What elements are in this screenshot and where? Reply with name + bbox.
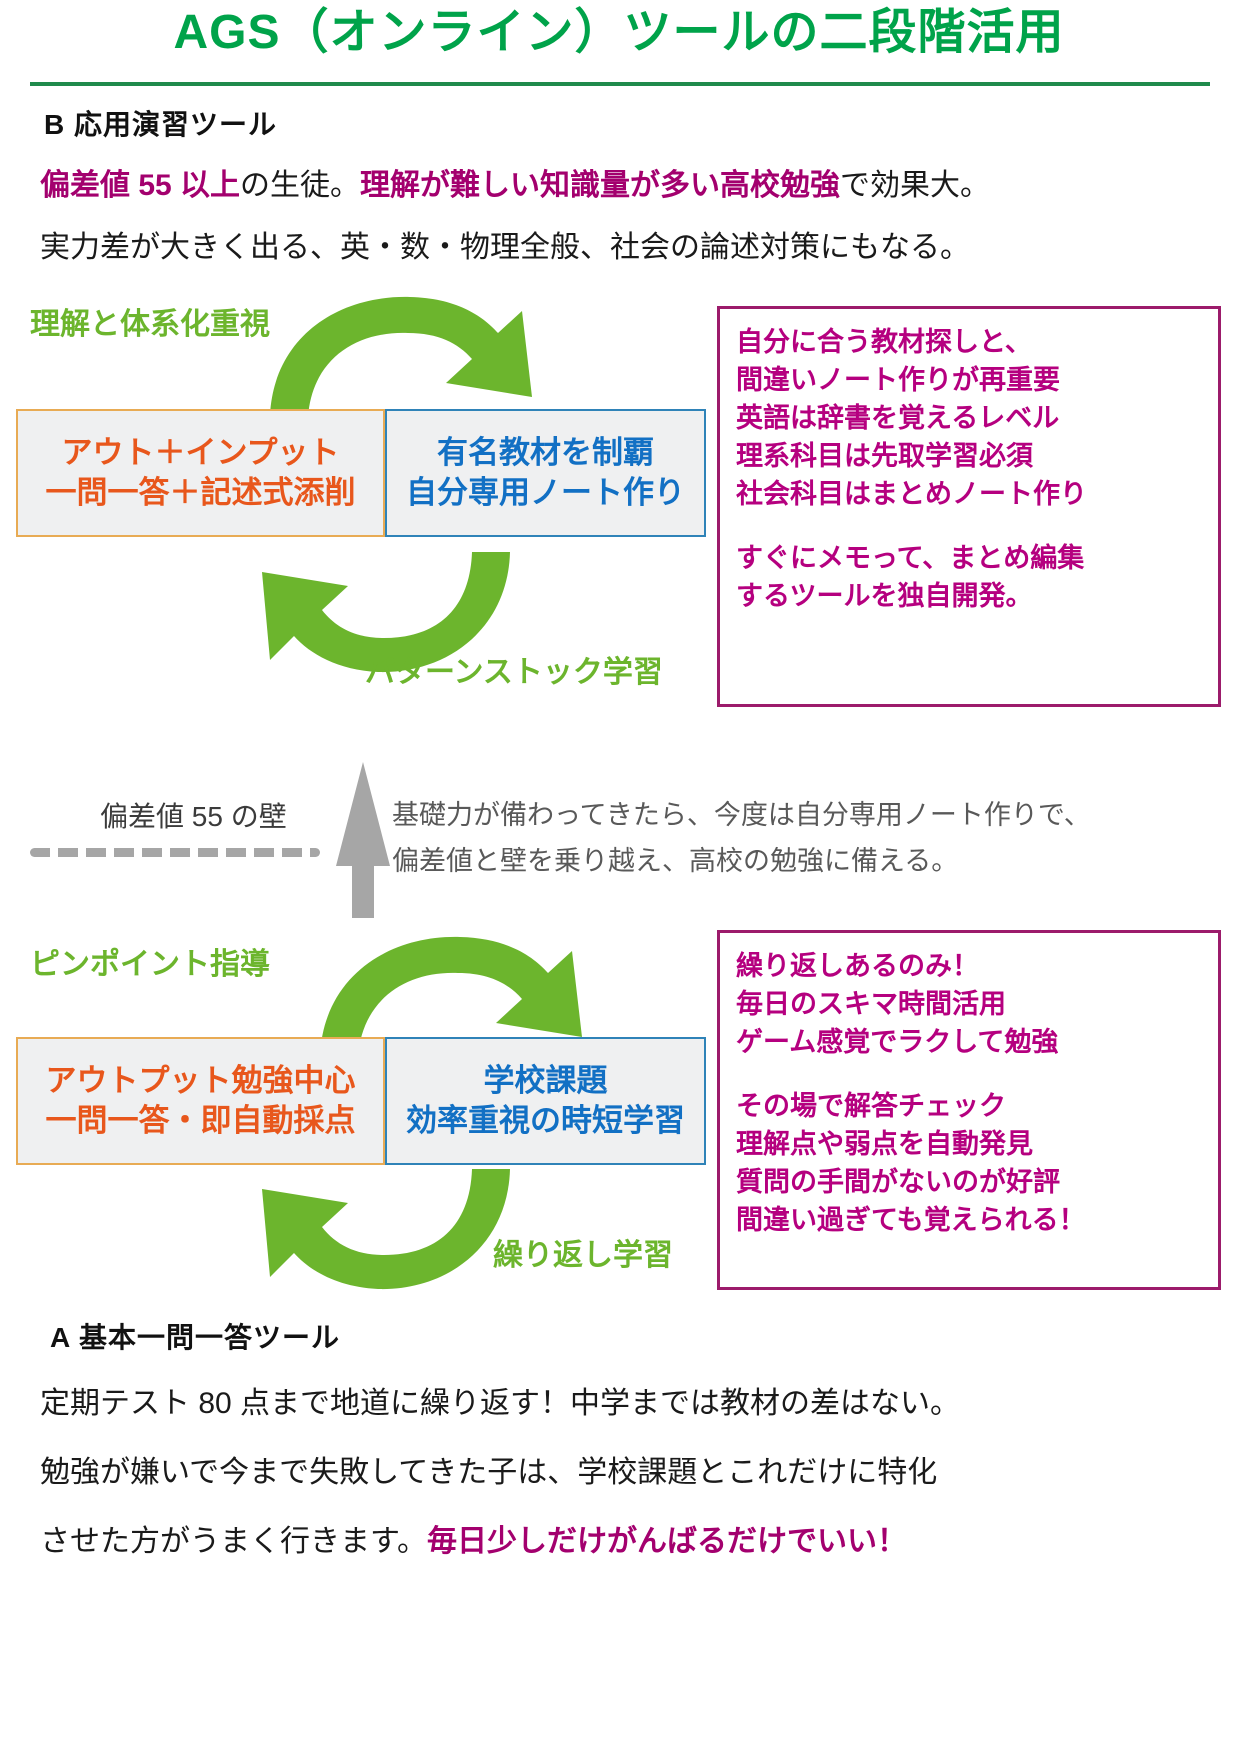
lower-cycle-top-label: ピンポイント指導 <box>30 948 270 981</box>
upper-left-box-line-1: アウト＋インプット <box>61 435 340 471</box>
title-divider-rule <box>30 82 1210 86</box>
upper-cycle-bottom-label: パターンストック学習 <box>365 656 663 689</box>
lower-right-box-line-1: 学校課題 <box>483 1063 608 1099</box>
section-b-heading: B 応用演習ツール <box>44 109 278 140</box>
wall-transition-section: 偏差値 55 の壁 基礎力が備わってきたら、今度は自分専用ノート作りで、 偏差値… <box>0 760 1238 925</box>
upper-note-line-7: するツールを独自開発。 <box>736 581 1033 611</box>
upper-right-flow-box[interactable]: 有名教材を制覇 自分専用ノート作り <box>385 409 706 537</box>
wall-label: 偏差値 55 の壁 <box>100 801 287 832</box>
lower-right-box-line-2: 効率重視の時短学習 <box>406 1103 685 1138</box>
wall-explanation-line-2: 偏差値と壁を乗り越え、高校の勉強に備える。 <box>392 846 959 876</box>
section-a-heading: A 基本一問一答ツール <box>50 1322 340 1353</box>
upper-left-flow-box[interactable]: アウト＋インプット 一問一答＋記述式添削 <box>16 409 385 537</box>
section-b-text-effective: で効果大。 <box>840 169 991 202</box>
title-bar: AGS（オンライン）ツールの二段階活用 <box>0 0 1238 96</box>
lower-note-line-3: ゲーム感覚でラクして勉強 <box>736 1027 1059 1057</box>
lower-cycle-diagram: ピンポイント指導 繰り返し学習 アウトプット勉強中心 一問一答・即自動採点 学校… <box>0 925 720 1290</box>
lower-note-line-7: 間違い過ぎても覚えられる！ <box>736 1205 1086 1235</box>
wall-explanation-text: 基礎力が備わってきたら、今度は自分専用ノート作りで、 偏差値と壁を乗り越え、高校… <box>392 792 1091 884</box>
lower-note-line-1: 繰り返しあるのみ！ <box>736 951 979 981</box>
section-a-paragraph-line-2: 勉強が嫌いで今まで失敗してきた子は、学校課題とこれだけに特化 <box>40 1456 938 1489</box>
section-b-highlight-highschool: 理解が難しい知識量が多い高校勉強 <box>360 169 841 202</box>
lower-cycle-bottom-label: 繰り返し学習 <box>493 1239 673 1272</box>
section-b-paragraph-line-1: 偏差値 55 以上の生徒。理解が難しい知識量が多い高校勉強で効果大。 <box>40 160 990 204</box>
upper-right-box-line-2: 自分専用ノート作り <box>406 475 685 510</box>
lower-note-box: 繰り返しあるのみ！ 毎日のスキマ時間活用 ゲーム感覚でラクして勉強 その場で解答… <box>717 930 1221 1290</box>
upper-note-line-1: 自分に合う教材探しと、 <box>736 327 1032 357</box>
upper-note-box: 自分に合う教材探しと、 間違いノート作りが再重要 英語は辞書を覚えるレベル 理系… <box>717 306 1221 707</box>
upper-note-line-5: 社会科目はまとめノート作り <box>736 479 1087 509</box>
section-b-highlight-deviation: 偏差値 55 以上 <box>40 169 241 202</box>
section-a-highlight-closing: 毎日少しだけがんばるだけでいい！ <box>427 1525 907 1558</box>
lower-note-line-4: その場で解答チェック <box>736 1091 1006 1121</box>
lower-left-box-line-2: 一問一答・即自動採点 <box>45 1103 356 1138</box>
lower-note-line-2: 毎日のスキマ時間活用 <box>736 989 1006 1019</box>
upper-note-line-4: 理系科目は先取学習必須 <box>736 441 1033 471</box>
upward-gray-arrow-icon <box>336 762 390 918</box>
lower-note-line-6: 質問の手間がないのが好評 <box>736 1167 1060 1197</box>
section-a-paragraph-line-1: 定期テスト 80 点まで地道に繰り返す！中学までは教材の差はない。 <box>40 1387 961 1420</box>
lower-note-blank-line <box>736 1061 1208 1087</box>
lower-left-flow-box[interactable]: アウトプット勉強中心 一問一答・即自動採点 <box>16 1037 385 1165</box>
lower-note-line-5: 理解点や弱点を自動発見 <box>736 1129 1033 1159</box>
lower-right-flow-box[interactable]: 学校課題 効率重視の時短学習 <box>385 1037 706 1165</box>
upper-right-box-line-1: 有名教材を制覇 <box>437 435 654 471</box>
upper-left-box-line-2: 一問一答＋記述式添削 <box>45 475 356 510</box>
upper-cycle-top-label: 理解と体系化重視 <box>30 308 270 341</box>
upper-note-line-2: 間違いノート作りが再重要 <box>736 365 1060 395</box>
page-title: AGS（オンライン）ツールの二段階活用 <box>173 6 1065 59</box>
lower-bottom-curved-arrow-icon <box>262 1169 510 1290</box>
section-b-text-students: の生徒。 <box>240 169 361 202</box>
upper-note-line-3: 英語は辞書を覚えるレベル <box>736 403 1060 433</box>
section-a-text-plain: させた方がうまく行きます。 <box>40 1525 427 1558</box>
upper-cycle-diagram: 理解と体系化重視 パターンストック学習 アウト＋インプット 一問一答＋記述式添削… <box>0 285 720 705</box>
upper-note-blank-line <box>736 513 1208 539</box>
upper-top-curved-arrow-icon <box>270 296 532 417</box>
wall-dashed-line <box>30 848 320 857</box>
upper-note-line-6: すぐにメモって、まとめ編集 <box>736 543 1085 573</box>
section-a-paragraph-line-3: させた方がうまく行きます。毎日少しだけがんばるだけでいい！ <box>40 1516 907 1560</box>
section-b-paragraph-line-2: 実力差が大きく出る、英・数・物理全般、社会の論述対策にもなる。 <box>40 231 970 264</box>
lower-left-box-line-1: アウトプット勉強中心 <box>45 1063 356 1099</box>
wall-explanation-line-1: 基礎力が備わってきたら、今度は自分専用ノート作りで、 <box>392 800 1091 830</box>
